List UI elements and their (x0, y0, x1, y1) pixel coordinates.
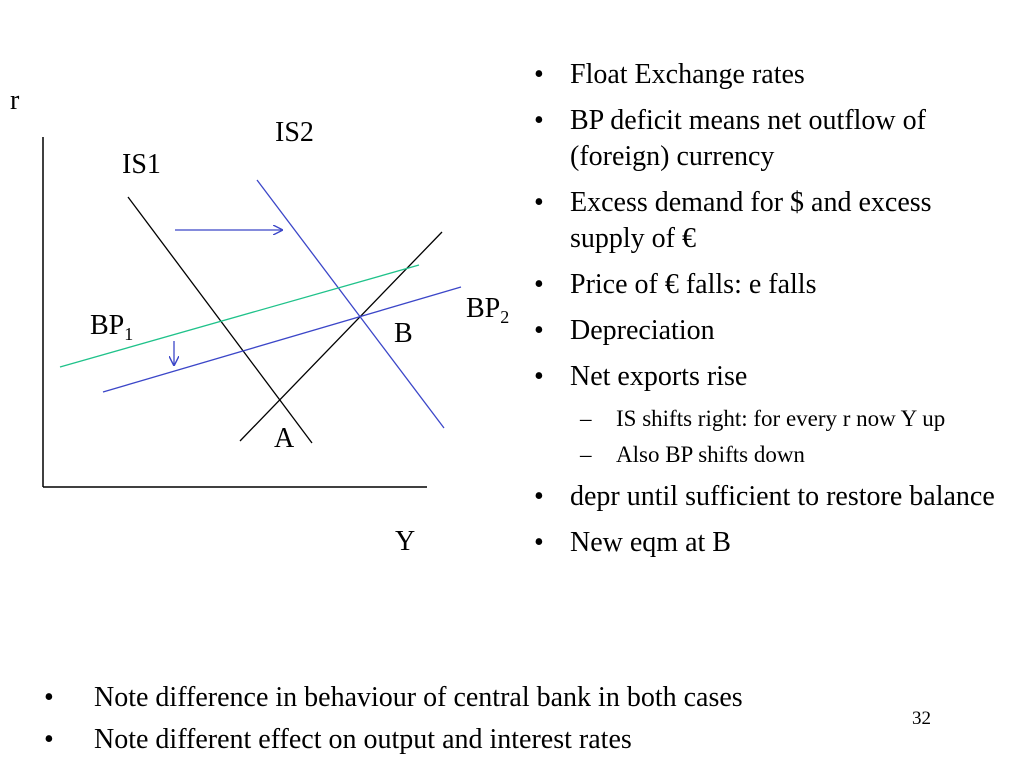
bp2-label-subscript: 2 (500, 307, 509, 327)
bp2-label-main: BP (466, 293, 500, 324)
is2-label: IS2 (275, 117, 314, 148)
note-item: Note difference in behaviour of central … (38, 680, 743, 716)
bp2-label: BP2 (466, 293, 509, 327)
is2-line (256, 179, 445, 429)
bullet-item: depr until sufficient to restore balance (530, 479, 1010, 515)
sub-bullet-group: IS shifts right: for every r now Y up Al… (530, 405, 1010, 469)
bp1-label: BP1 (90, 310, 133, 344)
bullet-item: Net exports rise (530, 359, 1010, 395)
sub-bullet-item: IS shifts right: for every r now Y up (530, 405, 1010, 433)
is1-label: IS1 (122, 149, 161, 180)
page-number: 32 (912, 708, 931, 729)
bullet-item: BP deficit means net outflow of (foreign… (530, 103, 1010, 175)
bullet-item: New eqm at B (530, 525, 1010, 561)
bp1-label-main: BP (90, 310, 124, 341)
note-item: Note different effect on output and inte… (38, 722, 743, 758)
is1-line (127, 196, 313, 444)
point-a-label: A (274, 423, 295, 454)
bullet-list: Float Exchange rates BP deficit means ne… (530, 57, 1010, 571)
point-b-label: B (394, 318, 413, 349)
bullet-item: Depreciation (530, 313, 1010, 349)
bullet-item: Excess demand for $ and excess supply of… (530, 185, 1010, 257)
is-lm-bp-diagram: r Y IS2 IS1 BP1 BP2 B A (10, 85, 509, 557)
bullet-item: Float Exchange rates (530, 57, 1010, 93)
bullet-item: Price of € falls: e falls (530, 267, 1010, 303)
sub-bullet-list: IS shifts right: for every r now Y up Al… (530, 405, 1010, 469)
lm-line (239, 231, 443, 442)
sub-bullet-item: Also BP shifts down (530, 441, 1010, 469)
bp2-line (102, 286, 462, 393)
y-axis-label: r (10, 85, 20, 116)
bp1-line (59, 264, 420, 368)
bp1-label-subscript: 1 (124, 324, 133, 344)
notes-list: Note difference in behaviour of central … (38, 680, 743, 764)
x-axis-label: Y (395, 526, 415, 557)
